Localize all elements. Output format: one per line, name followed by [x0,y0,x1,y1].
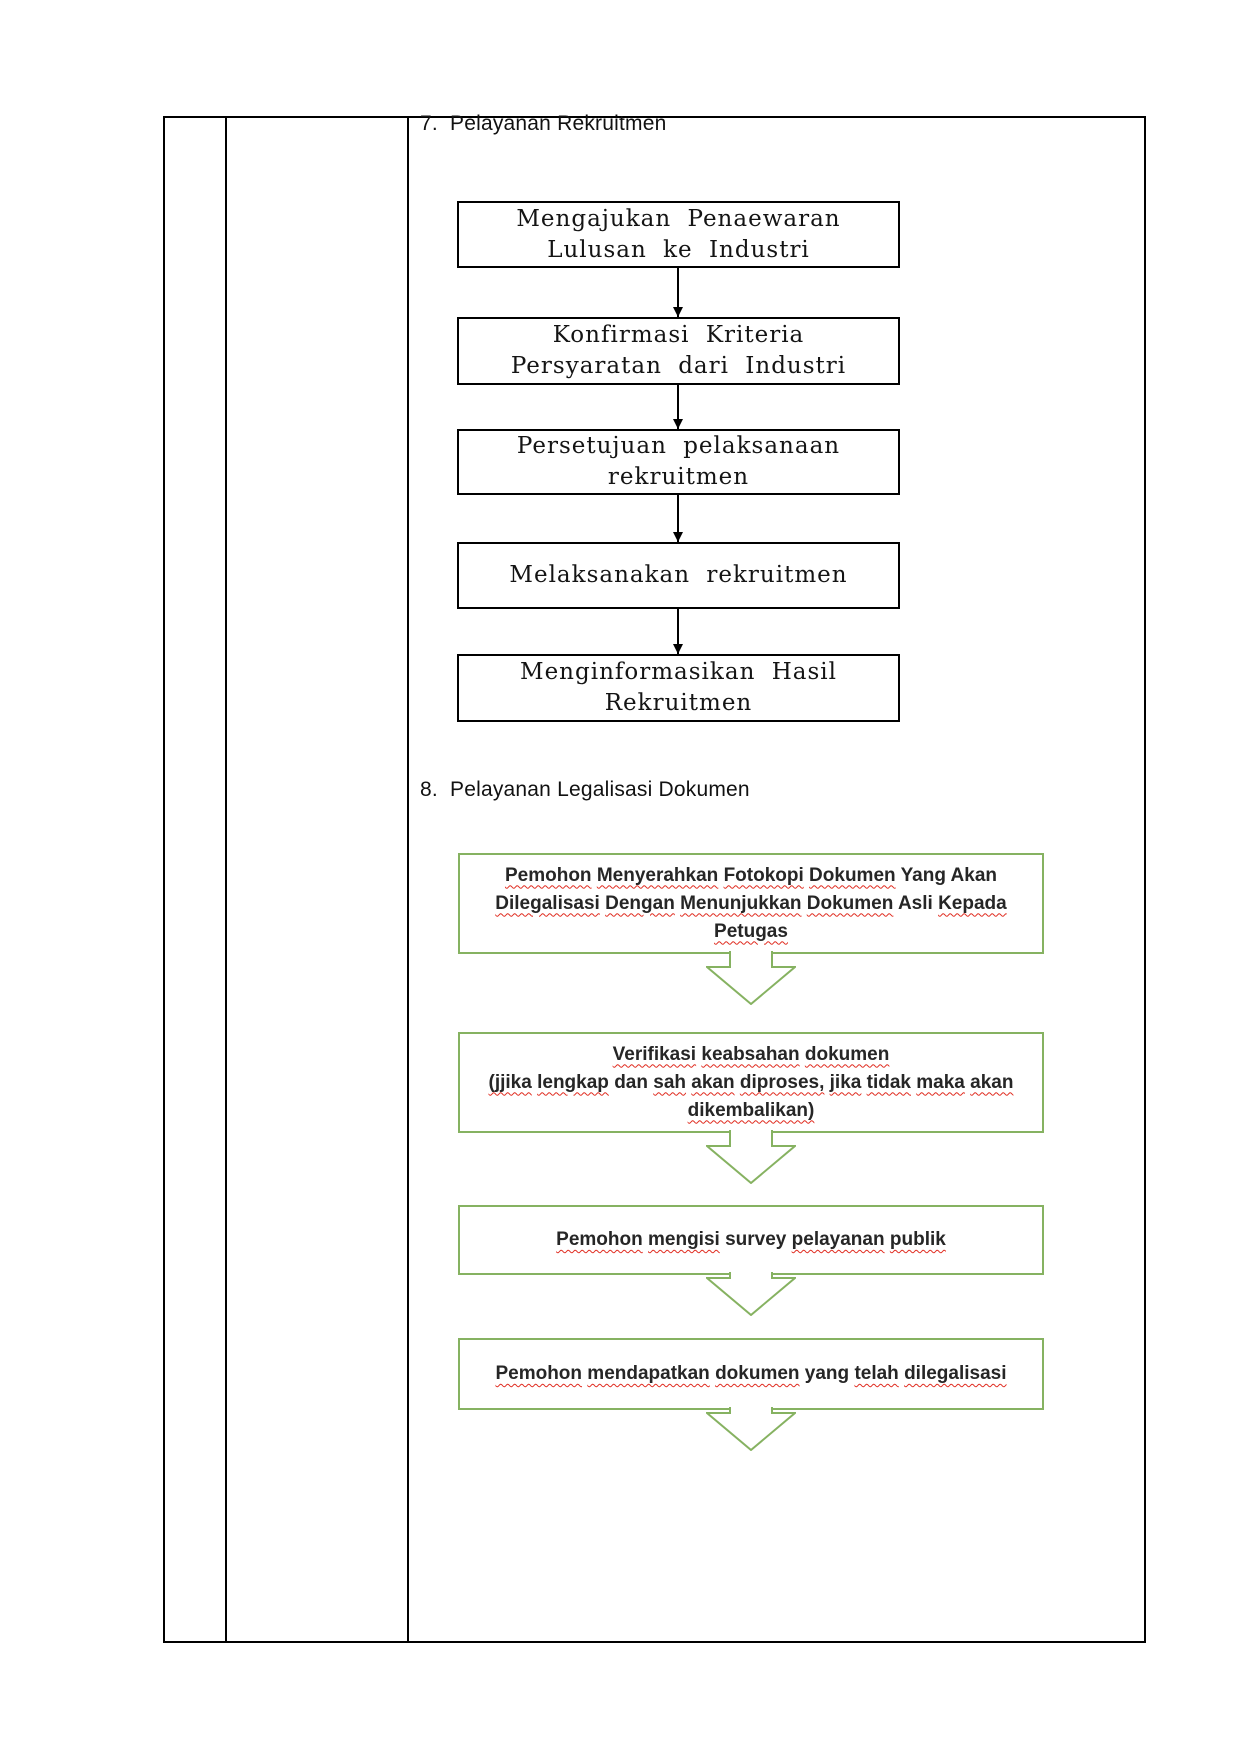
flow-box-line: dikembalikan) [480,1097,1022,1125]
misspelled-word: dokumen [715,1363,800,1384]
table-outer-border [163,116,1146,1643]
down-arrow-icon [673,609,683,654]
word: dan [614,1071,648,1093]
flow-box-line: Rekruitmen [604,690,753,716]
misspelled-word: sah [653,1071,687,1093]
block-down-arrow-icon [704,1272,798,1317]
section-8-title: Pelayanan Legalisasi Dokumen [450,778,750,801]
flow-box-line: Pemohon mengisi survey pelayanan publik [480,1226,1022,1254]
misspelled-word: Menyerahkan [596,864,719,886]
word: Asli [897,892,933,914]
misspelled-word: mendapatkan [587,1363,710,1384]
down-arrow-icon [673,268,683,317]
misspelled-word: publik [889,1229,946,1250]
flow-box-line: Pemohon Menyerahkan Fotokopi Dokumen Yan… [480,862,1022,890]
down-arrow-icon [673,385,683,429]
misspelled-word: telah [854,1363,899,1384]
misspelled-word: Kepada [938,892,1007,914]
flow-box-pemohon-menyerahkan: Pemohon Menyerahkan Fotokopi Dokumen Yan… [458,853,1044,954]
section-7-number: 7. [420,112,438,135]
flow-box-line: rekruitmen [607,464,750,490]
flow-box-line: (jjika lengkap dan sah akan diproses, ji… [480,1069,1022,1097]
misspelled-word: mengisi [648,1229,720,1250]
misspelled-word: Pemohon [556,1229,643,1250]
misspelled-word: pelayanan [791,1229,885,1250]
flow-box-mengisi-survey: Pemohon mengisi survey pelayanan publik [458,1205,1044,1275]
misspelled-word: Dokumen [806,892,894,914]
misspelled-word: Verifikasi [612,1043,697,1065]
down-arrow-icon [673,495,683,542]
misspelled-word: Dokumen [809,864,896,886]
misspelled-word: Dengan [605,892,675,914]
flow-box-line: Petugas [480,918,1022,946]
flow-box-line: Menginformasikan Hasil [520,659,837,685]
section-7-heading: 7. Pelayanan Rekruitmen [420,112,666,136]
word: Akan [950,864,998,886]
misspelled-word: Dilegalisasi [495,892,600,914]
misspelled-word: Pemohon [495,1363,583,1384]
misspelled-word: akan [970,1071,1014,1093]
flow-box-line: Persetujuan pelaksanaan [516,433,841,459]
misspelled-word: jika [829,1071,862,1093]
misspelled-word: Menunjukkan [680,892,802,914]
misspelled-word: dikembalikan) [687,1099,815,1121]
section-8-heading: 8. Pelayanan Legalisasi Dokumen [420,778,750,802]
misspelled-word: keabsahan [701,1043,800,1065]
section-7-title: Pelayanan Rekruitmen [450,112,667,135]
table-column-divider-2 [407,116,409,1643]
word: Yang [900,864,946,886]
flow-box-line: Mengajukan Penaewaran [516,205,841,232]
misspelled-word: akan [691,1071,735,1093]
flow-box-line: Persyaratan dari Industri [510,353,847,379]
section-8-number: 8. [420,778,438,801]
misspelled-word: Fotokopi [723,864,804,886]
flow-box-line: Pemohon mendapatkan dokumen yang telah d… [480,1360,1022,1388]
table-column-divider-1 [225,116,227,1643]
flow-box-verifikasi-keabsahan: Verifikasi keabsahan dokumen(jjika lengk… [458,1032,1044,1133]
block-down-arrow-icon [704,1130,798,1185]
block-down-arrow-icon [704,1407,798,1452]
misspelled-word: Petugas [714,920,788,942]
misspelled-word: tidak [866,1071,911,1093]
misspelled-word: lengkap [537,1071,609,1093]
flow-box-line: Konfirmasi Kriteria [552,322,805,348]
misspelled-word: maka [916,1071,965,1093]
flow-box-mendapatkan-dokumen: Pemohon mendapatkan dokumen yang telah d… [458,1338,1044,1410]
flow-box-melaksanakan-rekruitmen: Melaksanakan rekruitmen [457,542,900,609]
flow-box-line: Dilegalisasi Dengan Menunjukkan Dokumen … [480,890,1022,918]
misspelled-word: diproses, [739,1071,825,1093]
word: yang [804,1363,850,1384]
misspelled-word: dilegalisasi [904,1363,1007,1384]
misspelled-word: dokumen [804,1043,890,1065]
misspelled-word: Pemohon [504,864,592,886]
block-down-arrow-icon [704,951,798,1006]
misspelled-word: (jjika [488,1071,532,1093]
flow-box-persetujuan-pelaksanaan: Persetujuan pelaksanaan rekruitmen [457,429,900,495]
flow-box-line: Melaksanakan rekruitmen [509,562,848,588]
word: survey [725,1229,787,1250]
flow-box-line: Lulusan ke Industri [547,236,810,263]
flow-box-line: Verifikasi keabsahan dokumen [480,1041,1022,1069]
